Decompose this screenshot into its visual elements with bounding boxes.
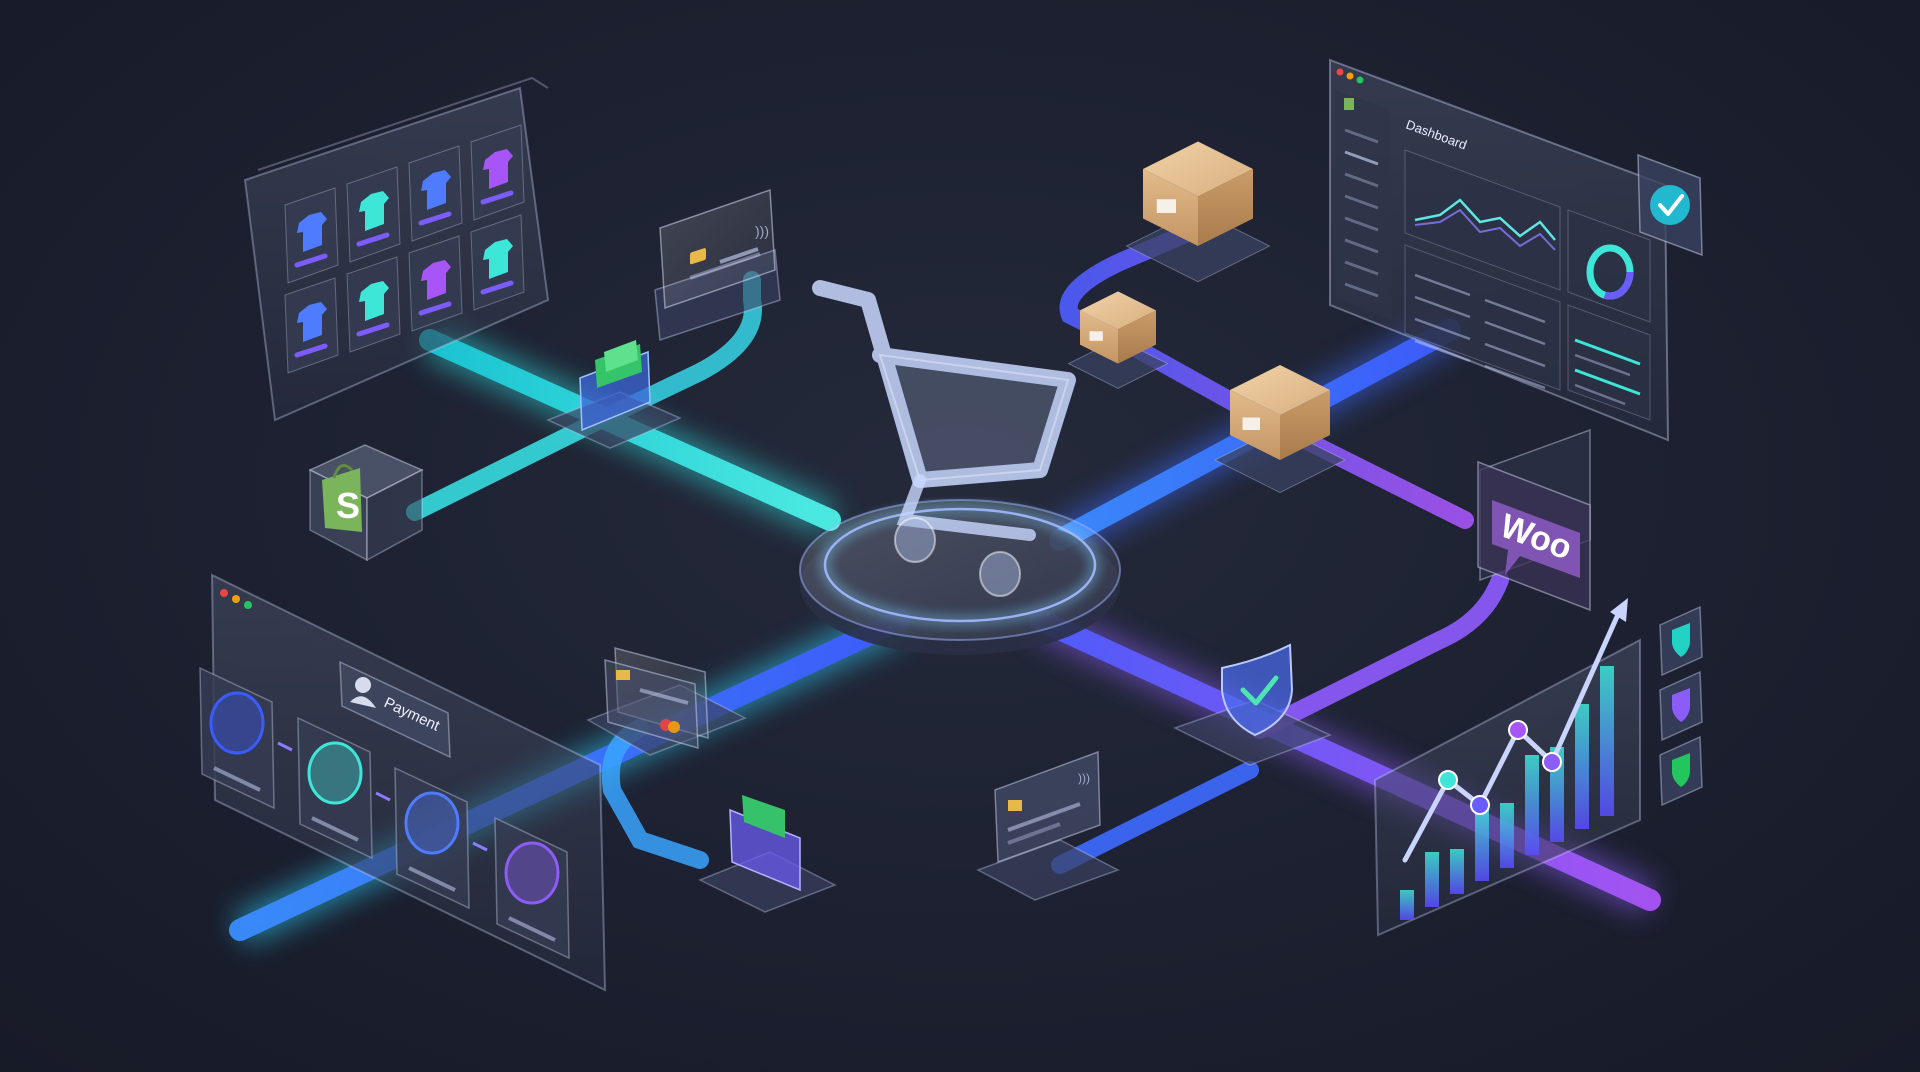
check-icon [1650,185,1690,225]
jacket-icon [483,239,513,279]
wallet-icon [729,795,801,892]
contactless-icon: ))) [1078,771,1090,785]
window-maximize-dot[interactable] [244,601,252,609]
product-tile[interactable] [284,277,339,374]
product-tile[interactable] [470,214,525,311]
payment-step-card[interactable] [199,666,275,810]
sidebar-nav-item[interactable] [1344,150,1379,166]
trend-line [1402,607,1623,863]
payment-step-card[interactable] [297,716,373,860]
shield-check-icon [1221,643,1294,737]
pants-icon [421,170,451,210]
credit-card-icon [404,791,460,855]
lock-icon [504,841,560,905]
payment-step-card[interactable] [394,766,470,910]
donut-chart-card [1567,209,1651,323]
status-badge[interactable] [1659,605,1703,677]
flow-arrow [472,841,488,852]
growth-bar [1525,755,1539,855]
package-boxes [1067,141,1347,494]
sidebar-nav-item[interactable] [1344,194,1379,210]
credit-card-bottom-left[interactable] [586,647,747,756]
wallet-bottom[interactable] [698,795,837,913]
window-maximize-dot[interactable] [1356,76,1364,84]
product-catalog-panel[interactable] [243,76,550,422]
sidebar-nav-item[interactable] [1344,238,1379,254]
sidebar-nav-item[interactable] [1344,260,1379,276]
product-tile[interactable] [470,124,525,221]
check-icon [1672,753,1690,787]
growth-bar [1450,849,1464,894]
shopping-cart-icon [812,280,1076,597]
status-badge[interactable] [1659,670,1703,742]
security-shield-node[interactable] [1173,643,1332,766]
status-badge[interactable] [1659,735,1703,807]
growth-bar [1400,890,1414,920]
pants-icon [297,302,327,342]
window-close-dot[interactable] [220,589,228,597]
payment-flow-panel[interactable]: Payment [199,573,607,992]
credit-card-top[interactable]: ))) [654,188,781,342]
shirt-icon [297,212,327,252]
product-tile[interactable] [408,145,463,242]
flow-arrow [277,741,293,752]
shield-check-icon [1672,623,1690,657]
payment-label-chip: Payment [339,660,451,759]
user-icon [307,741,363,805]
growth-bar-chart-panel[interactable] [1373,598,1641,937]
track-shopify-to-wallet [406,411,609,521]
sidebar-nav-item[interactable] [1344,216,1379,232]
sidebar-nav-item[interactable] [1344,128,1379,144]
user-icon [209,691,265,755]
growth-bar [1425,852,1439,907]
woo-speech-bubble [1492,500,1580,578]
credit-card-bottom-right[interactable]: ))) [976,750,1120,901]
analytics-dashboard-window[interactable]: Dashboard [1329,58,1703,442]
trend-arrow-icon [1610,598,1628,622]
growth-bar [1575,704,1589,829]
status-badges [1659,605,1703,807]
shopify-mini-logo [1344,98,1354,110]
jacket-icon [483,149,513,189]
dashboard-sidebar [1335,90,1392,320]
shopify-letter: S [336,485,360,526]
shopify-bag-icon: S [322,464,362,532]
window-minimize-dot[interactable] [232,595,240,603]
wallet-icon [579,340,651,432]
sidebar-nav-item[interactable] [1344,172,1379,188]
verified-check-badge[interactable] [1637,153,1703,257]
shirt-icon [359,191,389,231]
central-cart-hub[interactable] [799,280,1121,655]
growth-bar [1475,806,1489,881]
area-chart-icon [1414,198,1556,241]
shield-check-icon [1672,688,1690,722]
stats-card-online-store [1404,244,1561,391]
shopify-logo-cube[interactable]: S [308,444,424,562]
growth-bar [1600,666,1614,816]
jacket-icon [359,281,389,321]
area-chart-card [1404,149,1561,291]
wallet-top[interactable] [546,340,682,449]
package-box-icon[interactable] [1125,141,1271,283]
window-close-dot[interactable] [1336,68,1344,76]
sidebar-nav-item[interactable] [1344,282,1379,298]
package-box-icon[interactable] [1213,365,1347,494]
stats-card-orders [1567,304,1651,421]
track-card-to-shield [1051,761,1259,874]
track-woo-to-shield [1251,571,1509,739]
product-tile[interactable] [408,235,463,332]
flow-arrow [375,791,391,802]
user-icon [355,677,371,693]
contactless-icon: ))) [755,223,769,239]
growth-bar [1500,803,1514,868]
shirt-icon [421,260,451,300]
window-minimize-dot[interactable] [1346,72,1354,80]
product-tile[interactable] [346,256,401,353]
package-box-icon[interactable] [1067,291,1169,389]
woocommerce-logo-tile[interactable]: Woo [1477,428,1591,612]
product-tile[interactable] [346,166,401,263]
product-tile[interactable] [284,187,339,284]
payment-step-card[interactable] [494,816,570,960]
